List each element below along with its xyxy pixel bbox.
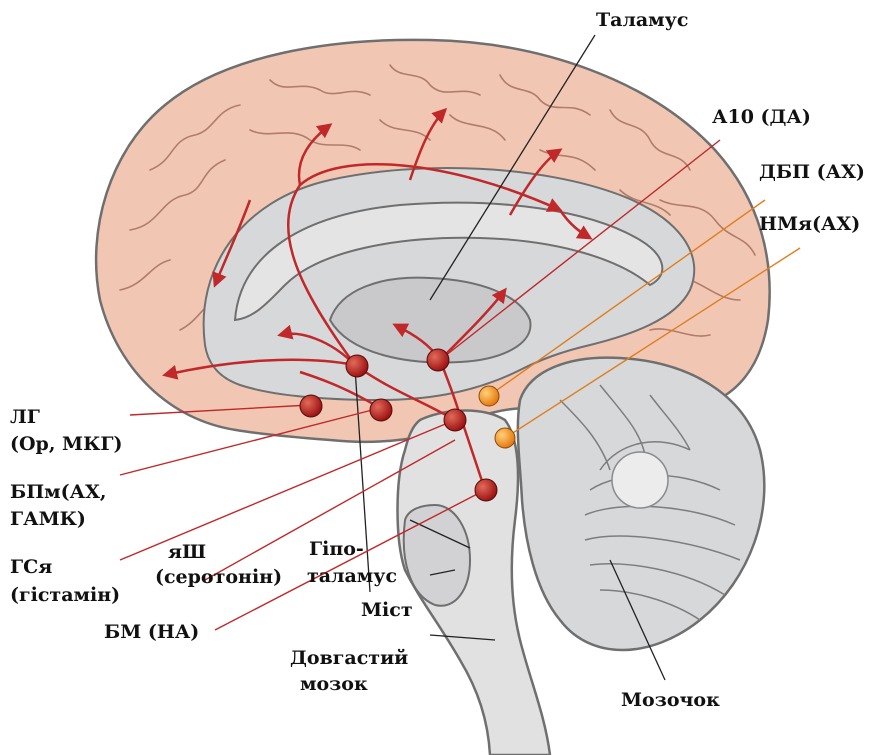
label-lg-1: ЛГ <box>10 405 40 429</box>
label-medulla-1: Довгастий <box>290 646 408 670</box>
label-hypo-2: таламус <box>307 564 397 588</box>
pons-bulge <box>404 505 470 606</box>
cerebellum-center <box>612 452 668 508</box>
node-gsya <box>444 409 466 431</box>
label-lg-2: (Ор, МКГ) <box>10 432 122 456</box>
label-thalamus: Таламус <box>596 8 688 32</box>
label-pons: Міст <box>361 598 413 622</box>
label-nmya: НМя(АХ) <box>759 212 860 236</box>
label-a10: А10 (ДА) <box>712 105 811 129</box>
label-medulla-2: мозок <box>300 672 368 696</box>
node-bm <box>475 479 497 501</box>
node-lg <box>300 395 322 417</box>
node-nmya <box>495 428 515 448</box>
node-hypothalamus-upper <box>346 355 368 377</box>
label-bpm-1: БПм(АХ, <box>10 480 107 504</box>
label-dbp: ДБП (АХ) <box>759 160 865 184</box>
node-a10 <box>427 349 449 371</box>
label-yash-2: (серотонін) <box>155 565 282 589</box>
label-yash-1: яШ <box>168 540 206 564</box>
label-hypo-1: Гіпо- <box>309 537 364 561</box>
label-gsya-1: ГСя <box>10 555 52 579</box>
node-bpm <box>370 399 392 421</box>
label-gsya-2: (гістамін) <box>10 583 120 607</box>
node-dbp <box>479 386 499 406</box>
label-cerebellum: Мозочок <box>621 688 720 712</box>
label-bm: БМ (НА) <box>104 620 199 644</box>
label-bpm-2: ГАМК) <box>10 507 86 531</box>
